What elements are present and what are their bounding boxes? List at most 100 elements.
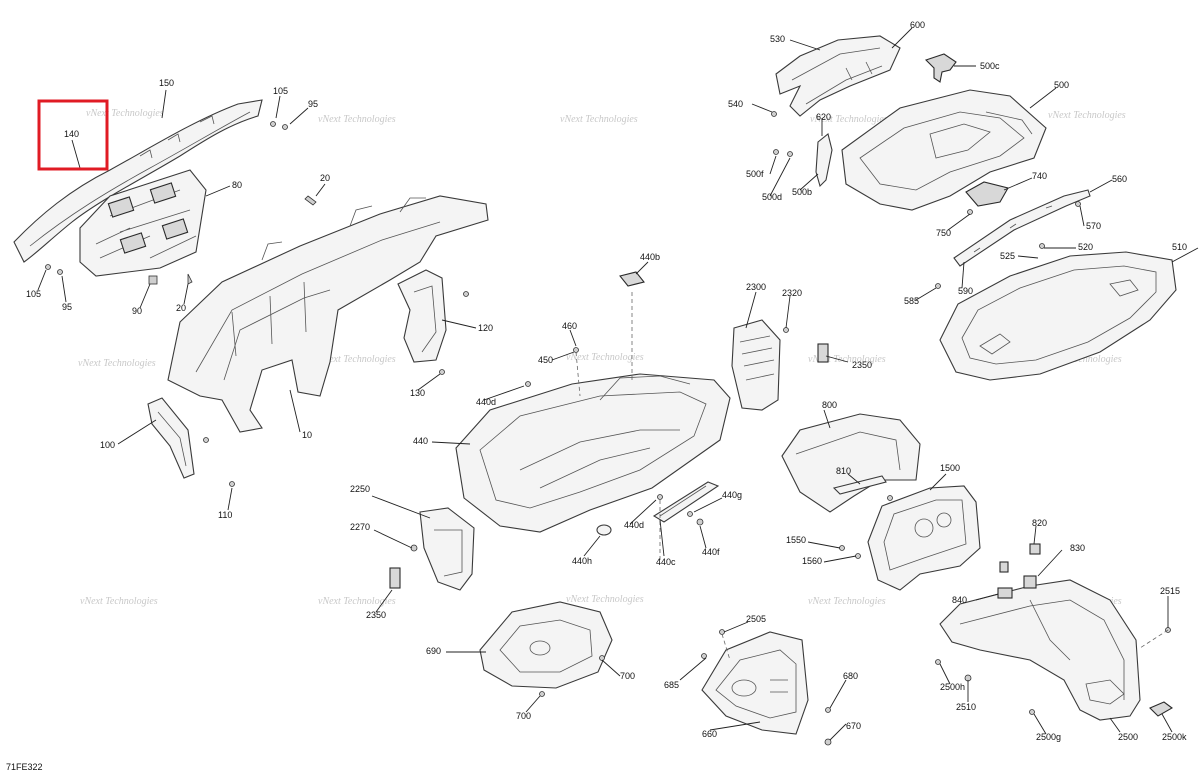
screw-440d-lower[interactable] <box>657 494 663 500</box>
nut-670[interactable] <box>824 738 832 746</box>
callout-440c[interactable]: 440c <box>656 557 676 567</box>
screw-585[interactable] <box>935 283 941 289</box>
screw-2500h[interactable] <box>935 659 941 665</box>
callout-95-upper[interactable]: 95 <box>308 99 318 109</box>
screw-105-lower[interactable] <box>45 264 51 270</box>
callout-460[interactable]: 460 <box>562 321 577 331</box>
callout-1500[interactable]: 1500 <box>940 463 960 473</box>
part-10-dashboard-frame[interactable] <box>167 195 489 433</box>
callout-800[interactable]: 800 <box>822 400 837 410</box>
part-440c-strap[interactable] <box>652 481 720 523</box>
screw-105[interactable] <box>270 121 276 127</box>
screw-2505[interactable] <box>719 629 725 635</box>
screw-120[interactable] <box>463 291 469 297</box>
callout-2320[interactable]: 2320 <box>782 288 802 298</box>
callout-530[interactable]: 530 <box>770 34 785 44</box>
callout-585[interactable]: 585 <box>904 296 919 306</box>
part-2300-vent-housing[interactable] <box>731 319 829 411</box>
callout-590[interactable]: 590 <box>958 286 973 296</box>
callout-130[interactable]: 130 <box>410 388 425 398</box>
callout-2500[interactable]: 2500 <box>1118 732 1138 742</box>
callout-525[interactable]: 525 <box>1000 251 1015 261</box>
callout-120[interactable]: 120 <box>478 323 493 333</box>
callout-2350-left[interactable]: 2350 <box>366 610 386 620</box>
screw-450[interactable] <box>573 347 579 353</box>
callout-830[interactable]: 830 <box>1070 543 1085 553</box>
callout-440d-lower[interactable]: 440d <box>624 520 644 530</box>
screw-440d[interactable] <box>525 381 531 387</box>
callout-510[interactable]: 510 <box>1172 242 1187 252</box>
part-660-center-console[interactable] <box>701 631 809 735</box>
screw-685[interactable] <box>701 653 707 659</box>
part-500c-clip[interactable] <box>924 53 957 83</box>
callout-450[interactable]: 450 <box>538 355 553 365</box>
callout-2300[interactable]: 2300 <box>746 282 766 292</box>
callout-20-lower[interactable]: 20 <box>176 303 186 313</box>
part-2500-hood-panel[interactable] <box>939 579 1141 721</box>
part-440h-cap[interactable] <box>596 524 612 536</box>
screw-1500[interactable] <box>887 495 893 501</box>
screw-540[interactable] <box>771 111 777 117</box>
part-1500-gauge-bezel[interactable] <box>867 485 981 591</box>
callout-685[interactable]: 685 <box>664 680 679 690</box>
screw-700-right[interactable] <box>599 655 605 661</box>
screw-520[interactable] <box>1039 243 1045 249</box>
screw-100[interactable] <box>203 437 209 443</box>
callout-700-right[interactable]: 700 <box>620 671 635 681</box>
part-2250-vent-lower[interactable] <box>389 507 475 591</box>
part-100-side-panel[interactable] <box>147 397 195 479</box>
screw-500f[interactable] <box>773 149 779 155</box>
callout-80[interactable]: 80 <box>232 180 242 190</box>
screw-95[interactable] <box>282 124 288 130</box>
clip-20-upper[interactable] <box>304 195 317 206</box>
callout-680[interactable]: 680 <box>843 671 858 681</box>
part-120-bracket[interactable] <box>397 269 447 363</box>
screw-110[interactable] <box>229 481 235 487</box>
callout-840[interactable]: 840 <box>952 595 967 605</box>
callout-100[interactable]: 100 <box>100 440 115 450</box>
callout-560[interactable]: 560 <box>1112 174 1127 184</box>
callout-90[interactable]: 90 <box>132 306 142 316</box>
callout-500d[interactable]: 500d <box>762 192 782 202</box>
callout-500b[interactable]: 500b <box>792 187 812 197</box>
part-500b-bracket[interactable] <box>815 133 833 188</box>
callout-600[interactable]: 600 <box>910 20 925 30</box>
part-810-strip[interactable] <box>832 475 887 495</box>
part-500-top-panel[interactable] <box>841 89 1047 211</box>
screw-2320[interactable] <box>783 327 789 333</box>
screw-570[interactable] <box>1075 201 1081 207</box>
callout-740[interactable]: 740 <box>1032 171 1047 181</box>
screw-2500g[interactable] <box>1029 709 1035 715</box>
callout-440g[interactable]: 440g <box>722 490 742 500</box>
callout-105-lower[interactable]: 105 <box>26 289 41 299</box>
callout-440[interactable]: 440 <box>413 436 428 446</box>
screw-700-bottom[interactable] <box>539 691 545 697</box>
callout-500f[interactable]: 500f <box>746 169 764 179</box>
callout-660[interactable]: 660 <box>702 729 717 739</box>
callout-1560[interactable]: 1560 <box>802 556 822 566</box>
callout-95-lower[interactable]: 95 <box>62 302 72 312</box>
part-530-600-rail[interactable] <box>775 35 901 117</box>
callout-440f[interactable]: 440f <box>702 547 720 557</box>
part-150-dash-trim[interactable] <box>13 99 263 263</box>
nut-440f[interactable] <box>696 518 704 526</box>
callout-20-upper[interactable]: 20 <box>320 173 330 183</box>
callout-10[interactable]: 10 <box>302 430 312 440</box>
callout-570[interactable]: 570 <box>1086 221 1101 231</box>
callout-2500g[interactable]: 2500g <box>1036 732 1061 742</box>
callout-150[interactable]: 150 <box>159 78 174 88</box>
callout-440d-upper[interactable]: 440d <box>476 397 496 407</box>
callout-2505[interactable]: 2505 <box>746 614 766 624</box>
part-560-rail[interactable] <box>953 189 1091 267</box>
part-690-lower-console[interactable] <box>479 601 613 689</box>
screw-1550[interactable] <box>839 545 845 551</box>
screw-130[interactable] <box>439 369 445 375</box>
part-800-cover[interactable] <box>781 413 921 513</box>
part-740-clip[interactable] <box>965 181 1009 207</box>
callout-500[interactable]: 500 <box>1054 80 1069 90</box>
part-2500k-cap[interactable] <box>1149 701 1173 717</box>
callout-2500h[interactable]: 2500h <box>940 682 965 692</box>
screw-680[interactable] <box>825 707 831 713</box>
part-440-storage-tub[interactable] <box>455 373 731 533</box>
callout-140[interactable]: 140 <box>64 129 79 139</box>
